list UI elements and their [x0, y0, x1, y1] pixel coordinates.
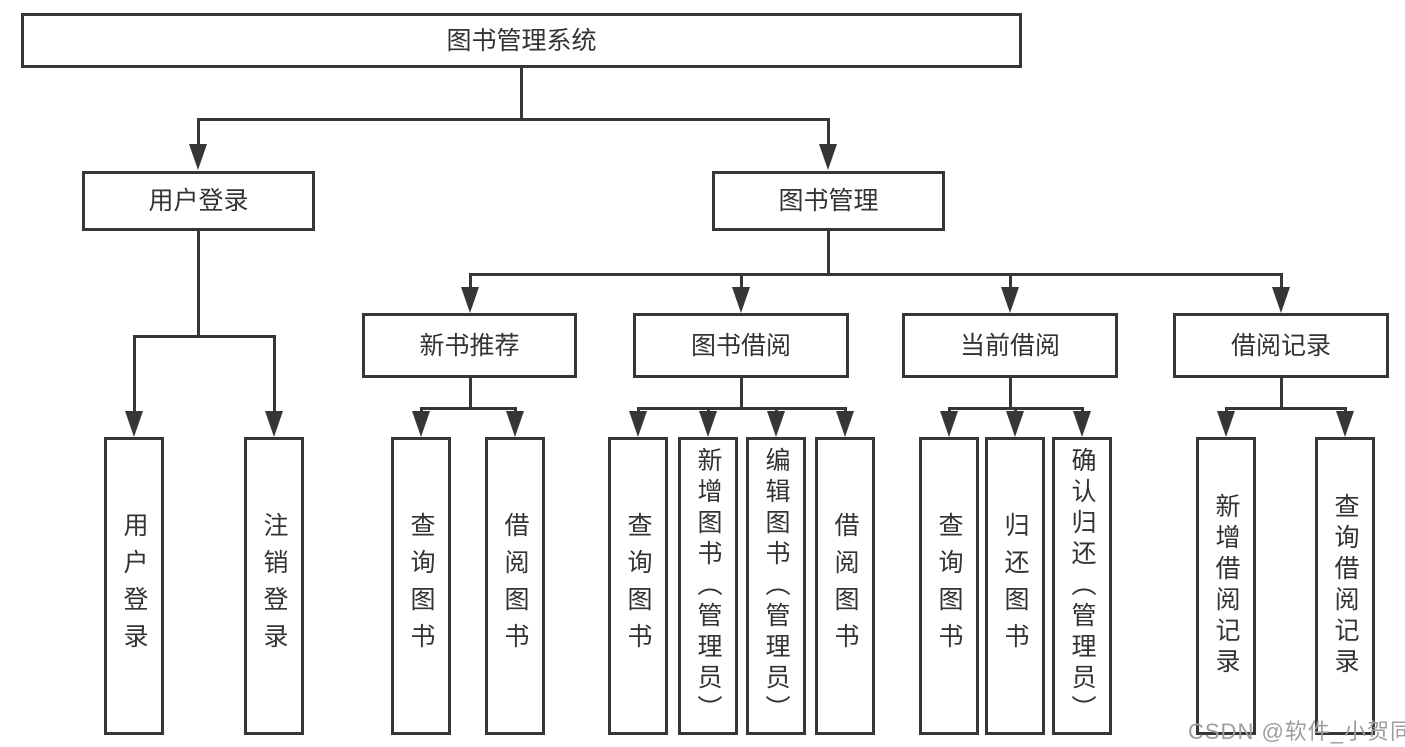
arrow-down-icon	[1272, 287, 1290, 313]
node-current-borrow: 当前借阅	[902, 313, 1118, 378]
node-query-borrow-record: 查询借阅记录	[1315, 437, 1375, 735]
node-label: 图书管理系统	[446, 26, 597, 55]
connector-line	[827, 118, 830, 148]
connector-line	[420, 407, 517, 410]
arrow-down-icon	[1217, 411, 1235, 437]
arrow-down-icon	[1001, 287, 1019, 313]
node-logout: 注销登录	[244, 437, 304, 735]
node-query-books-recommend: 查询图书	[391, 437, 451, 735]
connector-line	[273, 335, 276, 413]
arrow-down-icon	[732, 287, 750, 313]
node-new-book-recommend: 新书推荐	[362, 313, 577, 378]
node-label: 借阅图书	[501, 512, 529, 660]
connector-line	[197, 118, 830, 121]
connector-line	[827, 231, 830, 273]
connector-line	[1225, 407, 1347, 410]
arrow-down-icon	[125, 411, 143, 437]
connector-line	[740, 273, 743, 291]
node-book-borrow: 图书借阅	[633, 313, 849, 378]
node-borrow-records: 借阅记录	[1173, 313, 1389, 378]
connector-line	[1280, 378, 1283, 407]
node-label: 查询图书	[935, 512, 963, 660]
arrow-down-icon	[836, 411, 854, 437]
arrow-down-icon	[265, 411, 283, 437]
node-label: 借阅图书	[831, 512, 859, 660]
arrow-down-icon	[506, 411, 524, 437]
node-label: 图书借阅	[690, 331, 791, 360]
node-borrow-books: 借阅图书	[815, 437, 875, 735]
node-label: 图书管理	[778, 187, 879, 215]
node-label: 查询图书	[407, 512, 435, 660]
node-label: 归还图书	[1001, 512, 1029, 660]
connector-line	[520, 68, 523, 118]
node-label: 用户登录	[120, 512, 148, 660]
node-label: 新增图书（管理员）	[694, 446, 722, 726]
arrow-down-icon	[412, 411, 430, 437]
arrow-down-icon	[819, 144, 837, 170]
node-label: 借阅记录	[1230, 331, 1331, 360]
node-return-books: 归还图书	[985, 437, 1045, 735]
arrow-down-icon	[461, 287, 479, 313]
node-confirm-return-admin: 确认归还（管理员）	[1052, 437, 1112, 735]
node-query-books-current: 查询图书	[919, 437, 979, 735]
node-label: 当前借阅	[959, 331, 1060, 360]
connector-line	[740, 378, 743, 407]
arrow-down-icon	[767, 411, 785, 437]
arrow-down-icon	[1336, 411, 1354, 437]
node-user-login-group: 用户登录	[82, 171, 315, 231]
node-label: 确认归还（管理员）	[1068, 446, 1096, 726]
connector-line	[1280, 273, 1283, 291]
connector-line	[1009, 273, 1012, 291]
arrow-down-icon	[1073, 411, 1091, 437]
connector-line	[469, 378, 472, 407]
arrow-down-icon	[699, 411, 717, 437]
arrow-down-icon	[629, 411, 647, 437]
node-add-book-admin: 新增图书（管理员）	[678, 437, 738, 735]
connector-line	[469, 273, 1283, 276]
connector-line	[637, 407, 847, 410]
node-edit-book-admin: 编辑图书（管理员）	[746, 437, 806, 735]
connector-line	[133, 335, 276, 338]
arrow-down-icon	[1006, 411, 1024, 437]
node-label: 新增借阅记录	[1212, 493, 1240, 679]
connector-line	[1009, 378, 1012, 407]
connector-line	[469, 273, 472, 291]
node-query-books-borrow: 查询图书	[608, 437, 668, 735]
node-label: 编辑图书（管理员）	[762, 446, 790, 726]
node-label: 用户登录	[148, 187, 249, 215]
node-label: 查询借阅记录	[1331, 493, 1359, 679]
connector-line	[197, 118, 200, 148]
node-borrow-books-recommend: 借阅图书	[485, 437, 545, 735]
arrow-down-icon	[189, 144, 207, 170]
arrow-down-icon	[940, 411, 958, 437]
node-book-management: 图书管理	[712, 171, 945, 231]
connector-line	[133, 335, 136, 413]
watermark: CSDN @软件_小贺同学	[1188, 719, 1405, 744]
node-label: 新书推荐	[419, 331, 520, 360]
connector-line	[197, 231, 200, 335]
node-user-login: 用户登录	[104, 437, 164, 735]
node-label: 注销登录	[260, 512, 288, 660]
node-library-management-system: 图书管理系统	[21, 13, 1022, 68]
node-add-borrow-record: 新增借阅记录	[1196, 437, 1256, 735]
node-label: 查询图书	[624, 512, 652, 660]
